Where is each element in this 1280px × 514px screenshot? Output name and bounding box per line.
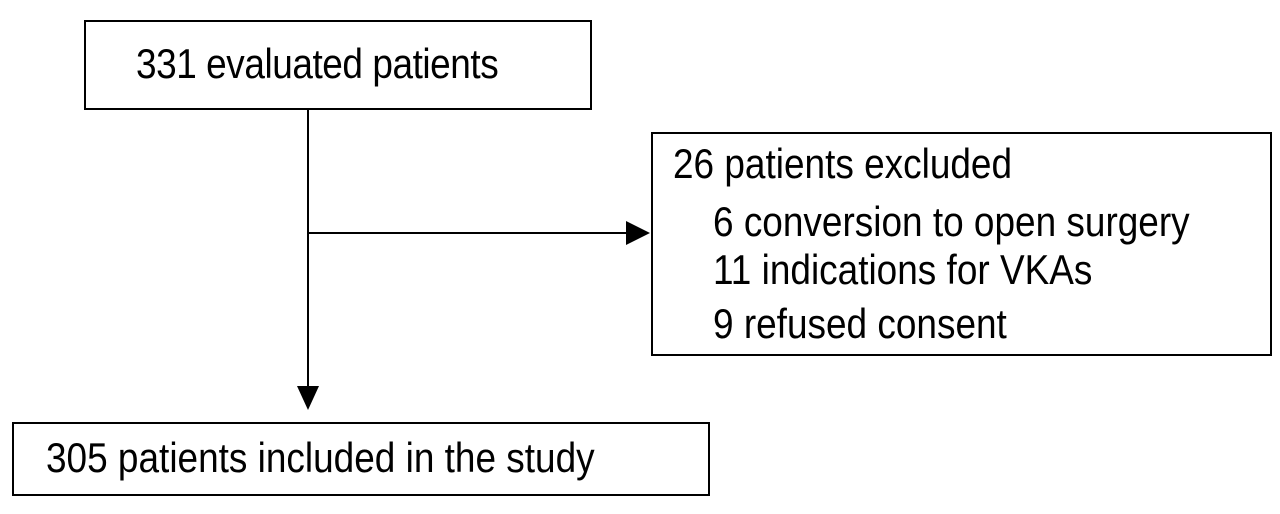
exclusion-reason-item: 9 refused consent bbox=[713, 300, 1007, 347]
included-patients-label: 305 patients included in the study bbox=[46, 434, 595, 481]
included-patients-box: 305 patients included in the study bbox=[12, 422, 710, 496]
exclusion-reason-item: 11 indications for VKAs bbox=[713, 246, 1093, 293]
evaluated-patients-label: 331 evaluated patients bbox=[136, 40, 499, 87]
excluded-patients-box: 26 patients excluded 6 conversion to ope… bbox=[651, 132, 1272, 356]
right-arrow-head bbox=[626, 221, 650, 245]
excluded-patients-title: 26 patients excluded bbox=[673, 140, 1013, 187]
evaluated-patients-box: 331 evaluated patients bbox=[84, 20, 592, 110]
down-arrow-head bbox=[297, 386, 319, 410]
exclusion-reason-item: 6 conversion to open surgery bbox=[713, 198, 1190, 245]
